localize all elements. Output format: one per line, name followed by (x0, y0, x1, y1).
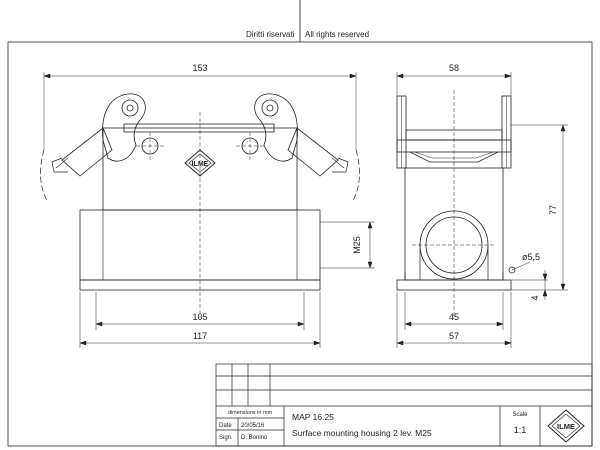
dim-label-153: 153 (192, 63, 207, 73)
date-value: 20/05/16 (241, 423, 265, 429)
right-lever (254, 93, 349, 177)
dim-105 (95, 292, 305, 330)
dim-117 (79, 292, 321, 348)
front-logo-mark (184, 149, 216, 177)
title-logo-mark (547, 409, 585, 443)
side-view: 58 77 4 ø5,5 45 (396, 63, 568, 348)
dim-58 (396, 72, 512, 96)
rights-reserved-english: All rights reserved (305, 30, 370, 39)
dim-label-58: 58 (449, 63, 459, 73)
rights-reserved-italian: Diritti riservati (246, 30, 295, 39)
scale-label: Scale (512, 412, 528, 418)
sign-value: D. Bonino (241, 435, 268, 441)
dim-label-m25: M25 (352, 236, 362, 254)
date-label: Date (219, 423, 232, 429)
dim-4 (511, 270, 548, 300)
dim-label-57: 57 (449, 331, 459, 341)
front-lid-bar (123, 123, 275, 133)
dim-label-45: 45 (449, 312, 459, 322)
dim-45 (404, 292, 504, 330)
sign-label: Sign. (219, 435, 233, 441)
title-logo-text: ILME (557, 422, 575, 431)
front-view: ILME 153 105 117 (40, 63, 375, 348)
dim-label-105: 105 (192, 312, 207, 322)
units-note: dimensions in mm (228, 410, 273, 416)
dim-label-hole: ø5,5 (522, 252, 540, 262)
side-mounting-hole (508, 266, 516, 274)
drawing-code: MAP 16.25 (292, 412, 334, 422)
front-logo-text: ILME (192, 161, 209, 168)
sheet-border (7, 41, 593, 447)
left-swing-arc (40, 149, 49, 203)
dim-label-117: 117 (193, 331, 207, 341)
dim-153 (43, 72, 357, 150)
right-swing-arc (351, 149, 360, 203)
dim-label-4: 4 (530, 295, 540, 300)
drawing-description: Surface mounting housing 2 lev. M25 (292, 428, 432, 438)
dim-77 (511, 124, 568, 291)
left-lever (51, 93, 146, 177)
dim-m25 (320, 221, 375, 269)
scale-value: 1:1 (514, 425, 527, 435)
dim-57 (396, 292, 512, 348)
dim-label-77: 77 (548, 205, 558, 215)
title-block (215, 363, 593, 447)
